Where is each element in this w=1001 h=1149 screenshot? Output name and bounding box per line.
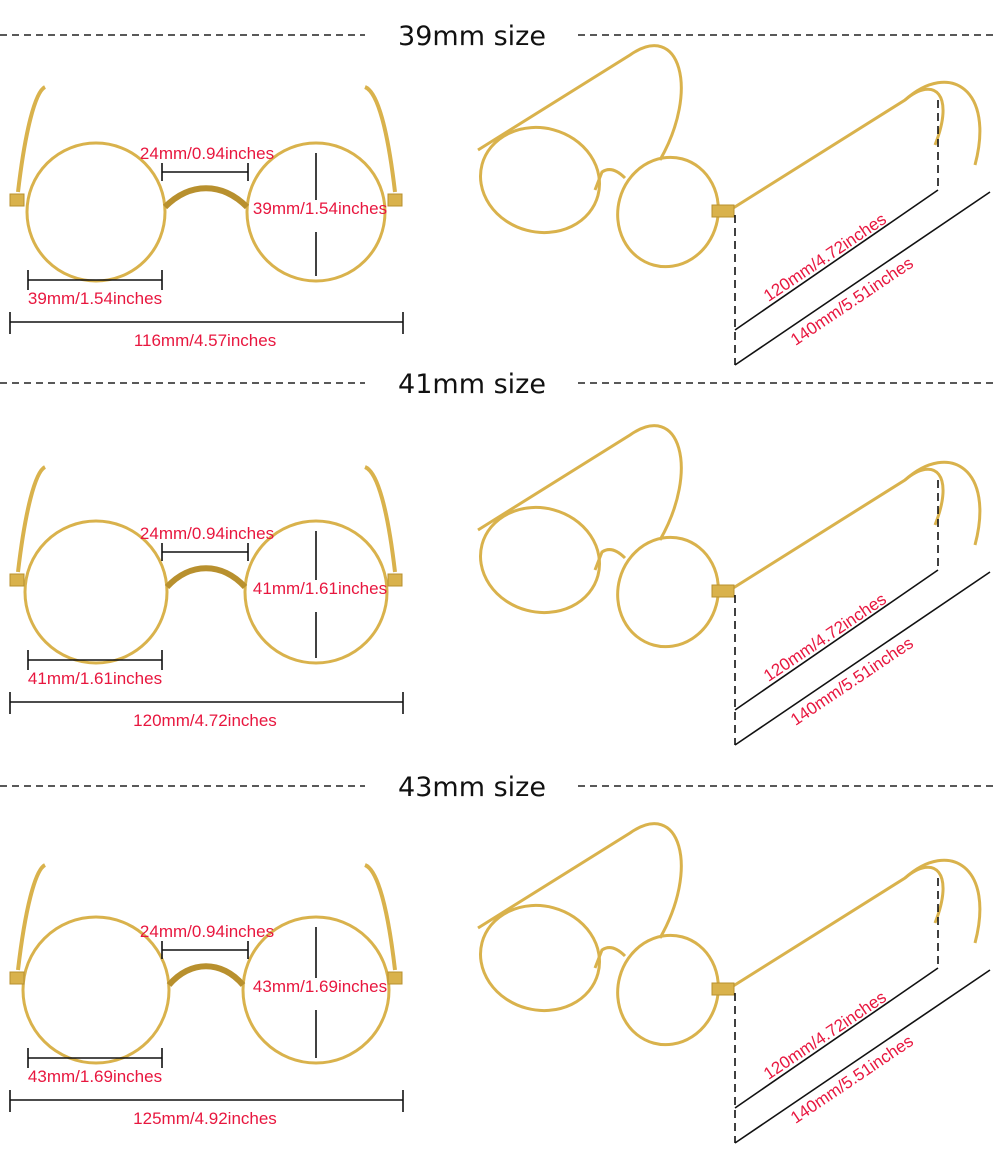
total-width-label: 120mm/4.72inches — [133, 711, 277, 730]
size-title: 41mm size — [398, 369, 546, 400]
temple-140-measure-line — [734, 191, 991, 366]
temple-120-measure-line — [734, 569, 939, 711]
bridge-width-label: 24mm/0.94inches — [140, 922, 274, 941]
front-view-glasses-image — [9, 863, 403, 1065]
lens-height-label: 41mm/1.61inches — [253, 579, 387, 598]
front-view-glasses-image — [9, 85, 403, 283]
total-width-label: 116mm/4.57inches — [134, 331, 276, 350]
lens-width-label: 39mm/1.54inches — [28, 289, 162, 308]
side-view-glasses-image — [477, 44, 982, 269]
lens-width-label: 41mm/1.61inches — [28, 669, 162, 688]
size-title: 43mm size — [398, 772, 546, 803]
size-section: 41mm size 24mm/0.94inches 41mm/1.61inches 4… — [0, 369, 995, 746]
total-width-label: 125mm/4.92inches — [133, 1109, 277, 1128]
temple-140-measure-line — [734, 571, 991, 746]
lens-height-label: 43mm/1.69inches — [253, 977, 387, 996]
size-section: 39mm size 24mm/0.94inches 39mm/1.54inches 3… — [0, 21, 995, 366]
size-section: 43mm size 24mm/0.94inches 43mm/1.69inches 4… — [0, 772, 995, 1144]
lens-height-label: 39mm/1.54inches — [253, 199, 387, 218]
lens-width-label: 43mm/1.69inches — [28, 1067, 162, 1086]
side-view-glasses-image — [477, 822, 982, 1047]
front-view-glasses-image — [9, 465, 403, 665]
bridge-width-label: 24mm/0.94inches — [140, 144, 274, 163]
size-title: 39mm size — [398, 21, 546, 52]
temple-140-measure-line — [734, 969, 991, 1144]
side-view-glasses-image — [477, 424, 982, 649]
bridge-width-label: 24mm/0.94inches — [140, 524, 274, 543]
temple-120-measure-line — [734, 967, 939, 1109]
temple-120-measure-line — [734, 189, 939, 331]
